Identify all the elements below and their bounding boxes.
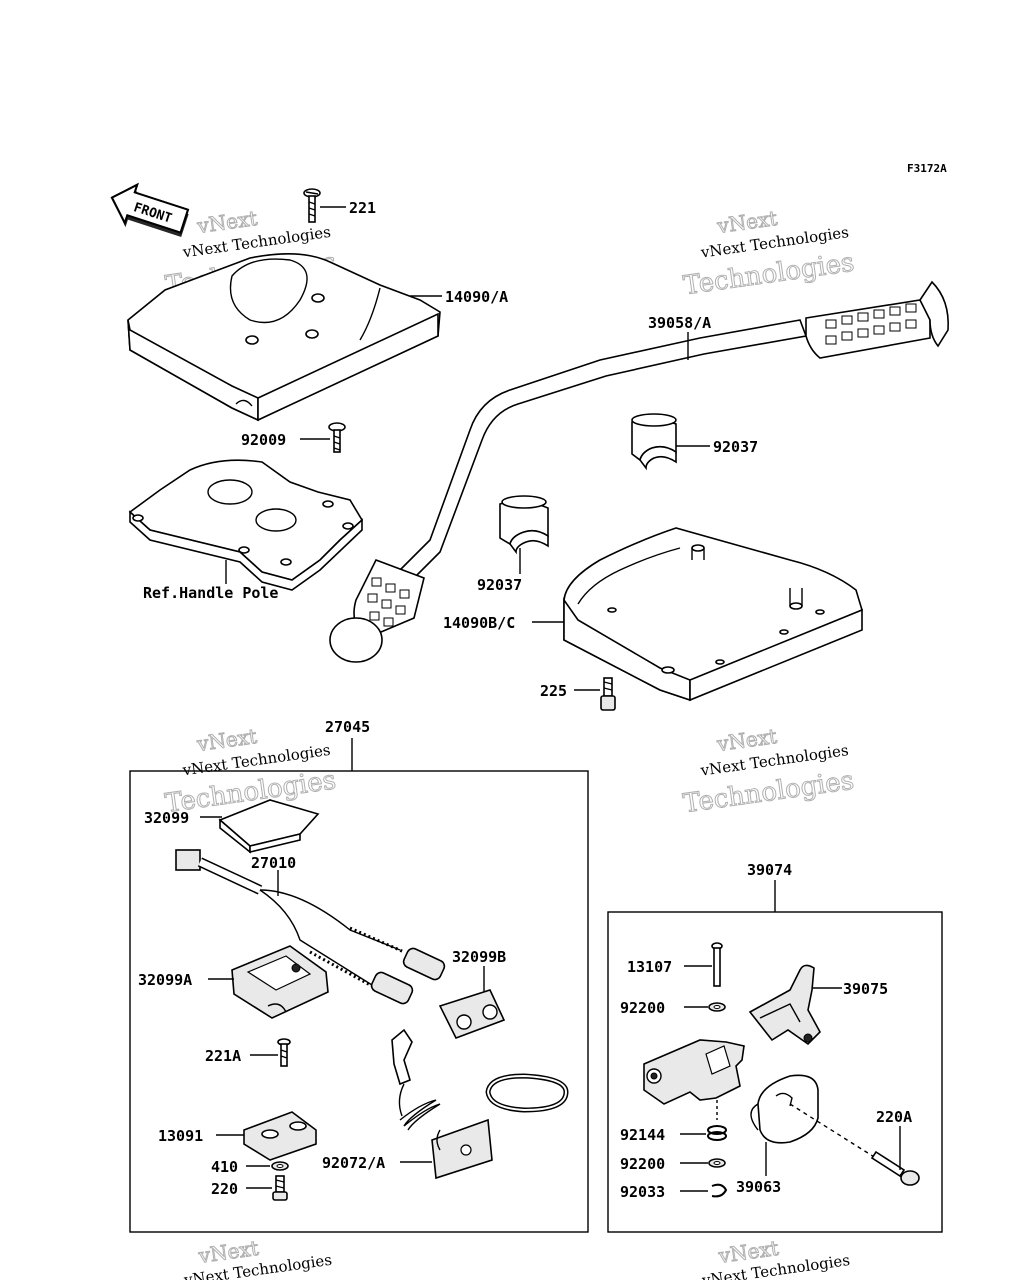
screw-92009-icon: [328, 422, 346, 453]
watermark-top-right: vNext vNext Technologies Technologies: [681, 205, 857, 301]
label-13091: 13091: [158, 1127, 203, 1145]
label-221a: 221A: [205, 1047, 241, 1065]
label-39058a: 39058/A: [648, 314, 711, 332]
watermark-mid-left: vNext vNext Technologies Technologies: [163, 723, 339, 819]
watermark-mid-right: vNext vNext Technologies Technologies: [681, 723, 857, 819]
label-39075: 39075: [843, 980, 888, 998]
label-92037-lower: 92037: [477, 576, 522, 594]
bolt-220-icon: [272, 1175, 288, 1201]
cover-39063-icon: [750, 1074, 819, 1144]
housing-32099a-icon: [231, 945, 329, 1019]
label-ref-handle-pole: Ref.Handle Pole: [143, 584, 278, 602]
cap-32099-icon: [218, 799, 320, 854]
watermark-bottom-left: vNext vNext Technologies: [182, 1235, 333, 1280]
cover-14090bc-icon: [563, 527, 863, 702]
label-27010: 27010: [251, 854, 296, 872]
bolt-225-icon: [600, 677, 616, 711]
label-92033: 92033: [620, 1183, 665, 1201]
lever-39075-icon: [748, 964, 821, 1046]
label-92072a: 92072/A: [322, 1154, 385, 1172]
label-220a: 220A: [876, 1108, 912, 1126]
label-221: 221: [349, 199, 376, 217]
clamp-92037-lower-icon: [499, 495, 549, 555]
circlip-92033-icon: [711, 1183, 728, 1198]
label-220: 220: [211, 1180, 238, 1198]
pin-13107-icon: [711, 942, 723, 987]
clamp-92037-icon: [631, 413, 677, 471]
label-13107: 13107: [627, 958, 672, 976]
screw-221-icon: [303, 188, 321, 223]
group-box-27045: [129, 770, 589, 1233]
label-32099: 32099: [144, 809, 189, 827]
screw-221a-icon: [277, 1038, 291, 1067]
base-13091-icon: [243, 1111, 317, 1161]
spring-92144-icon: [707, 1125, 727, 1141]
label-14090bc: 14090B/C: [443, 614, 515, 632]
throttle-housing-icon: [643, 1039, 745, 1120]
label-32099a: 32099A: [138, 971, 192, 989]
label-92009: 92009: [241, 431, 286, 449]
handlebar-39058a-icon: [329, 280, 949, 663]
label-14090a: 14090/A: [445, 288, 508, 306]
label-92200-upper: 92200: [620, 999, 665, 1017]
figure-code: F3172A: [907, 162, 947, 175]
watermark-bottom-right: vNext vNext Technologies: [700, 1235, 851, 1280]
label-32099b: 32099B: [452, 948, 506, 966]
label-39063: 39063: [736, 1178, 781, 1196]
lanyard-92072a-icon: [391, 1028, 569, 1180]
group-label-27045: 27045: [325, 718, 370, 736]
front-arrow-icon: FRONT: [110, 182, 190, 237]
bolt-220a-icon: [789, 1103, 920, 1186]
label-92200-lower: 92200: [620, 1155, 665, 1173]
group-label-39074: 39074: [747, 861, 792, 879]
cover-14090a-icon: [127, 253, 441, 422]
handle-pole-plate-icon: [128, 459, 364, 591]
wire-harness-27010-icon: [175, 849, 446, 1005]
label-92037-upper: 92037: [713, 438, 758, 456]
label-410: 410: [211, 1158, 238, 1176]
label-92144: 92144: [620, 1126, 665, 1144]
grommet-32099b-icon: [438, 989, 506, 1040]
label-225: 225: [540, 682, 567, 700]
